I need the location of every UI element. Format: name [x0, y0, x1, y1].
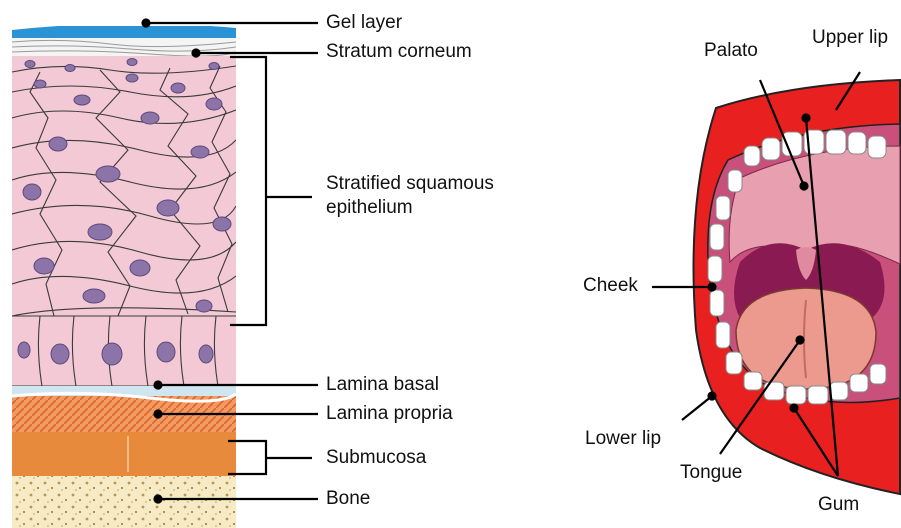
- tissue-column: [12, 23, 236, 528]
- bone: [12, 476, 236, 528]
- label-gum: Gum: [818, 494, 859, 516]
- label-lamina-propria: Lamina propria: [326, 403, 453, 425]
- label-lamina-basal: Lamina basal: [326, 374, 439, 396]
- epithelium: [12, 56, 236, 386]
- label-stratum-corneum: Stratum corneum: [326, 41, 472, 63]
- label-tongue: Tongue: [680, 462, 742, 484]
- label-upper-lip: Upper lip: [812, 27, 888, 49]
- label-palato: Palato: [704, 40, 758, 62]
- label-submucosa: Submucosa: [326, 447, 426, 469]
- label-lower-lip: Lower lip: [585, 428, 661, 450]
- label-bone: Bone: [326, 488, 370, 510]
- label-gel-layer: Gel layer: [326, 12, 402, 34]
- label-stratified-squamous-epithelium: Stratified squamous epithelium: [326, 172, 546, 220]
- label-cheek: Cheek: [583, 275, 638, 297]
- mouth-illustration: [694, 80, 901, 494]
- submucosa: [12, 432, 236, 476]
